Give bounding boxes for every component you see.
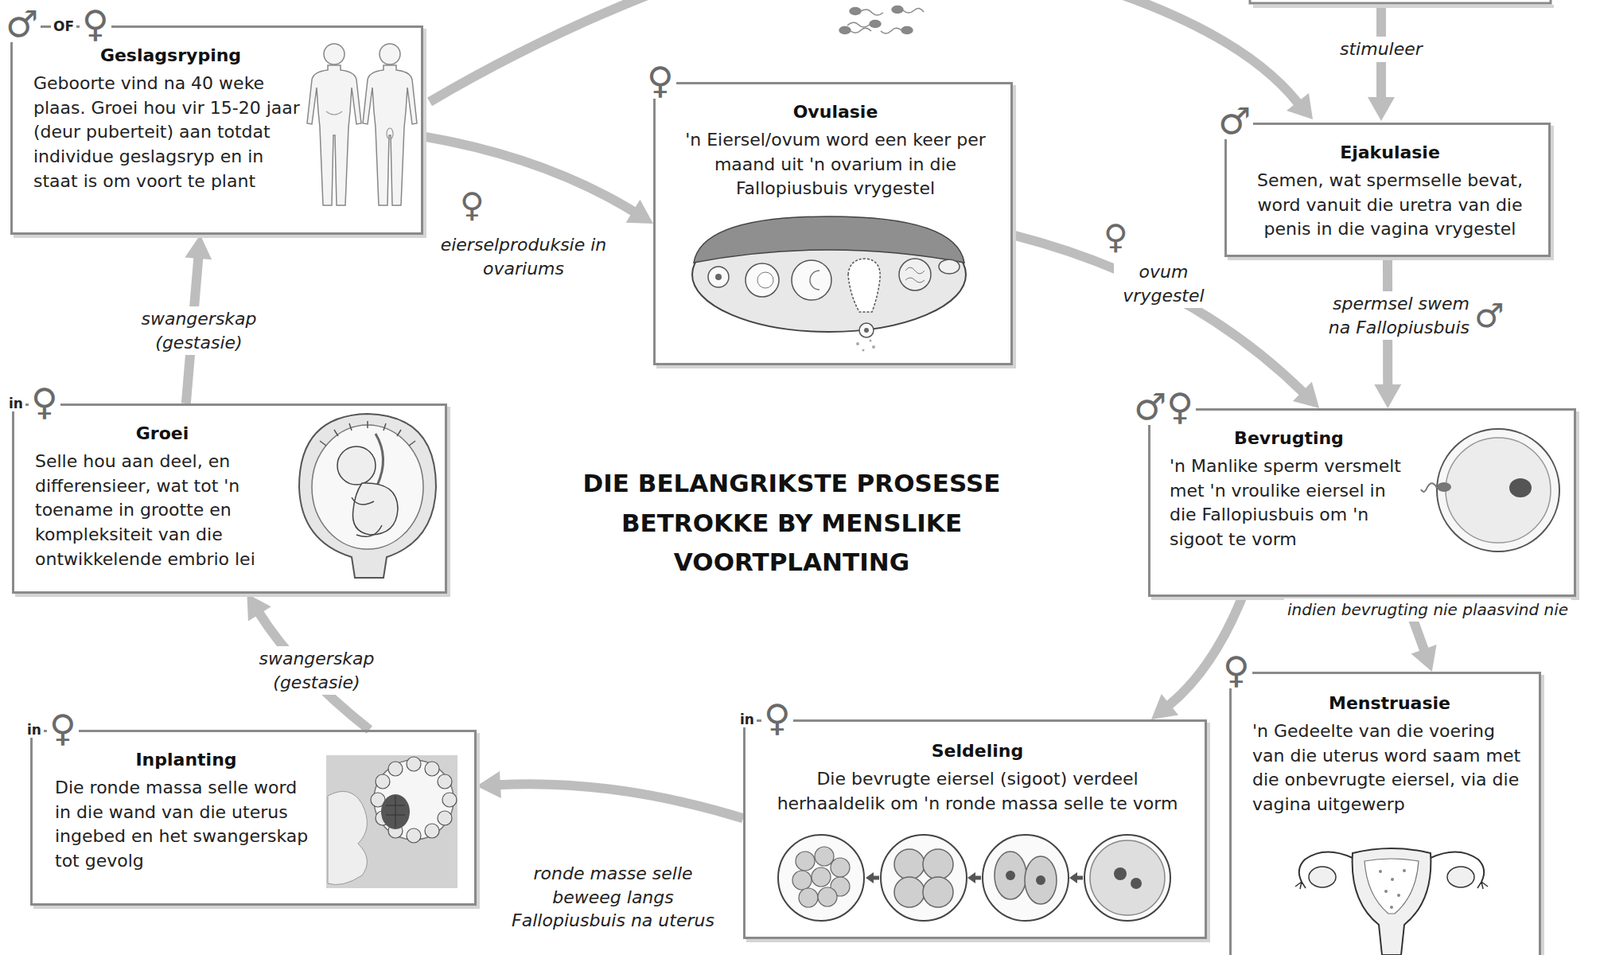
arrow-head: [1374, 384, 1402, 409]
small-label: in: [24, 722, 44, 738]
box-text: Geboorte vind na 40 weke plaas. Groei ho…: [33, 71, 308, 195]
gender-symbol: ♀: [79, 5, 112, 43]
flow-arrow: [1012, 234, 1320, 409]
text-column: GroeiSelle hou aan deel, en differensiee…: [35, 421, 290, 573]
box-heading: Geslagsryping: [33, 43, 308, 69]
box-heading: Ovulasie: [672, 100, 999, 125]
gender-symbol: ♀: [1101, 220, 1130, 254]
text-column: EjakulasieSemen, wat spermselle bevat, w…: [1234, 140, 1546, 242]
box-text: 'n Manlike sperm versmelt met 'n vroulik…: [1169, 454, 1409, 553]
gender-symbol: ♀: [458, 188, 487, 222]
process-box: ♂OF♀GeslagsrypingGeboorte vind na 40 wek…: [10, 25, 424, 235]
cycle-arc: [1090, 0, 1298, 103]
arrow-label: eierselproduksie in ovariums: [432, 232, 616, 281]
process-box: ♀Ovulasie'n Eiersel/ovum word een keer p…: [653, 81, 1013, 366]
arrow-head: [1411, 644, 1437, 672]
ovary-illustration: [692, 216, 966, 352]
gender-symbol: ♀: [1220, 651, 1253, 689]
text-column: Menstruasie'n Gedeelte van die voering v…: [1252, 691, 1527, 818]
gender-symbol: ♀: [46, 709, 79, 747]
process-box: ♂EjakulasieSemen, wat spermselle bevat, …: [1224, 122, 1551, 257]
arrow-label: spermsel swem na Fallopiusbuis: [1309, 291, 1473, 340]
cell-division-illustration: [778, 834, 1171, 921]
box-heading: Inplanting: [54, 747, 318, 773]
box-text: Semen, wat spermselle bevat, word vanuit…: [1234, 168, 1546, 242]
arrow-label: indien bevrugting nie plaasvind nie: [1284, 598, 1572, 622]
text-column: Ovulasie 'n Eiersel/ovum word een keer pe…: [672, 100, 999, 202]
box-heading: Bevrugting: [1169, 426, 1409, 452]
box-heading: Seldeling: [761, 739, 1194, 764]
process-box: in♀SeldelingDie bevrugte eiersel (sigoot…: [743, 719, 1207, 939]
uterus-illustration: [1295, 848, 1488, 955]
arrow-label: stimuleer: [1336, 36, 1426, 63]
box-text: Selle hou aan deel, en differensieer, wa…: [35, 449, 290, 573]
cycle-arc: [429, 0, 677, 102]
box-text: Die ronde massa selle word in die wand v…: [54, 775, 318, 874]
flow-arrow: [476, 770, 744, 818]
arrow-head: [1286, 93, 1313, 120]
human-figures: [307, 43, 417, 206]
small-label: in: [6, 396, 26, 412]
process-box: ♀Menstruasie'n Gedeelte van die voering …: [1229, 671, 1542, 955]
box-text: 'n Gedeelte van die voering van die uter…: [1252, 719, 1527, 818]
arrow-label: ronde masse selle beweeg langs Fallopius…: [503, 860, 723, 934]
egg-illustration: [1420, 428, 1560, 552]
box-text: Die bevrugte eiersel (sigoot) verdeel he…: [761, 766, 1194, 817]
arrow-shaft: [497, 783, 744, 818]
fetus-illustration: [299, 413, 437, 578]
arrow-head: [476, 770, 502, 799]
small-label: in: [737, 712, 757, 728]
arrow-shaft: [423, 136, 636, 213]
sperm-illustration: [839, 6, 924, 35]
arrow-head: [626, 199, 654, 224]
diagram-title: DIE BELANGRIKSTE PROSESSE BETROKKE BY ME…: [576, 463, 1007, 583]
gender-symbol: ♂: [1472, 299, 1507, 333]
box-heading: Groei: [35, 421, 290, 447]
box-heading: Menstruasie: [1252, 691, 1527, 717]
arrow-head: [1367, 97, 1395, 121]
text-column: InplantingDie ronde massa selle word in …: [54, 747, 318, 874]
box-text: 'n Eiersel/ovum word een keer per maand …: [672, 128, 999, 202]
process-box: ♂♀Bevrugting'n Manlike sperm versmelt me…: [1148, 408, 1577, 597]
cut-box: [1249, 0, 1551, 4]
box-heading: Ejakulasie: [1234, 140, 1546, 166]
text-column: SeldelingDie bevrugte eiersel (sigoot) v…: [761, 739, 1194, 816]
text-column: Bevrugting'n Manlike sperm versmelt met …: [1169, 426, 1409, 553]
gender-symbol: ♂♀: [1131, 388, 1196, 425]
implantation-illustration: [326, 755, 458, 888]
text-column: GeslagsrypingGeboorte vind na 40 weke pl…: [33, 43, 308, 195]
arrow-head: [1292, 381, 1320, 409]
gender-symbol: ♂: [1215, 102, 1254, 140]
arrow-head: [246, 593, 271, 621]
process-box: in♀InplantingDie ronde massa selle word …: [30, 729, 477, 906]
gender-symbol: ♀: [28, 383, 61, 421]
arrow-label: ovum vrygestel: [1113, 259, 1214, 308]
arrow-head: [184, 234, 212, 260]
cut-box-shadow: [1253, 4, 1554, 8]
gender-symbol: ♀: [644, 62, 677, 99]
gender-symbol: ♂: [3, 5, 41, 43]
arrow-label: swangerskap (gestasie): [119, 306, 279, 355]
process-box: in♀GroeiSelle hou aan deel, en differens…: [11, 403, 448, 594]
arrow-head: [1151, 693, 1179, 720]
gender-symbol: ♀: [761, 699, 794, 736]
arrow-shaft: [1012, 234, 1305, 394]
arrow-label: swangerskap (gestasie): [237, 646, 397, 695]
small-label: OF: [50, 19, 77, 35]
flow-arrow: [423, 136, 654, 224]
